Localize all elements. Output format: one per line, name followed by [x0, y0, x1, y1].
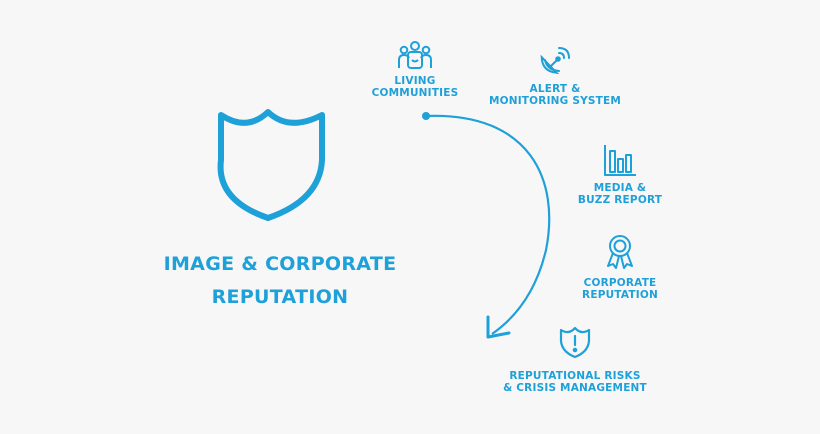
- satellite-dish-icon: [540, 47, 570, 75]
- item-label: ALERT & MONITORING SYSTEM: [488, 83, 622, 107]
- item-alert-monitoring: ALERT & MONITORING SYSTEM: [480, 44, 630, 107]
- people-group-icon: [398, 41, 432, 69]
- flow-arrow-curve: [425, 114, 551, 335]
- item-living-communities: LIVING COMMUNITIES: [360, 40, 470, 99]
- item-label: LIVING COMMUNITIES: [371, 75, 459, 99]
- item-reputational-risks: REPUTATIONAL RISKS & CRISIS MANAGEMENT: [495, 325, 655, 394]
- flow-arrowhead: [486, 315, 511, 339]
- bar-chart-icon: [604, 145, 636, 176]
- diagram-title: IMAGE & CORPORATE REPUTATION: [120, 248, 440, 314]
- item-corporate-reputation: CORPORATE REPUTATION: [565, 233, 675, 301]
- item-media-buzz: MEDIA & BUZZ REPORT: [555, 143, 685, 206]
- shield-icon: [217, 109, 325, 221]
- award-ribbon-icon: [607, 235, 633, 269]
- title-line-2: REPUTATION: [211, 286, 349, 308]
- title-line-1: IMAGE & CORPORATE: [163, 253, 397, 275]
- item-label: CORPORATE REPUTATION: [582, 277, 658, 301]
- item-label: MEDIA & BUZZ REPORT: [577, 182, 663, 206]
- item-label: REPUTATIONAL RISKS & CRISIS MANAGEMENT: [503, 370, 647, 394]
- shield-alert-icon: [559, 326, 591, 359]
